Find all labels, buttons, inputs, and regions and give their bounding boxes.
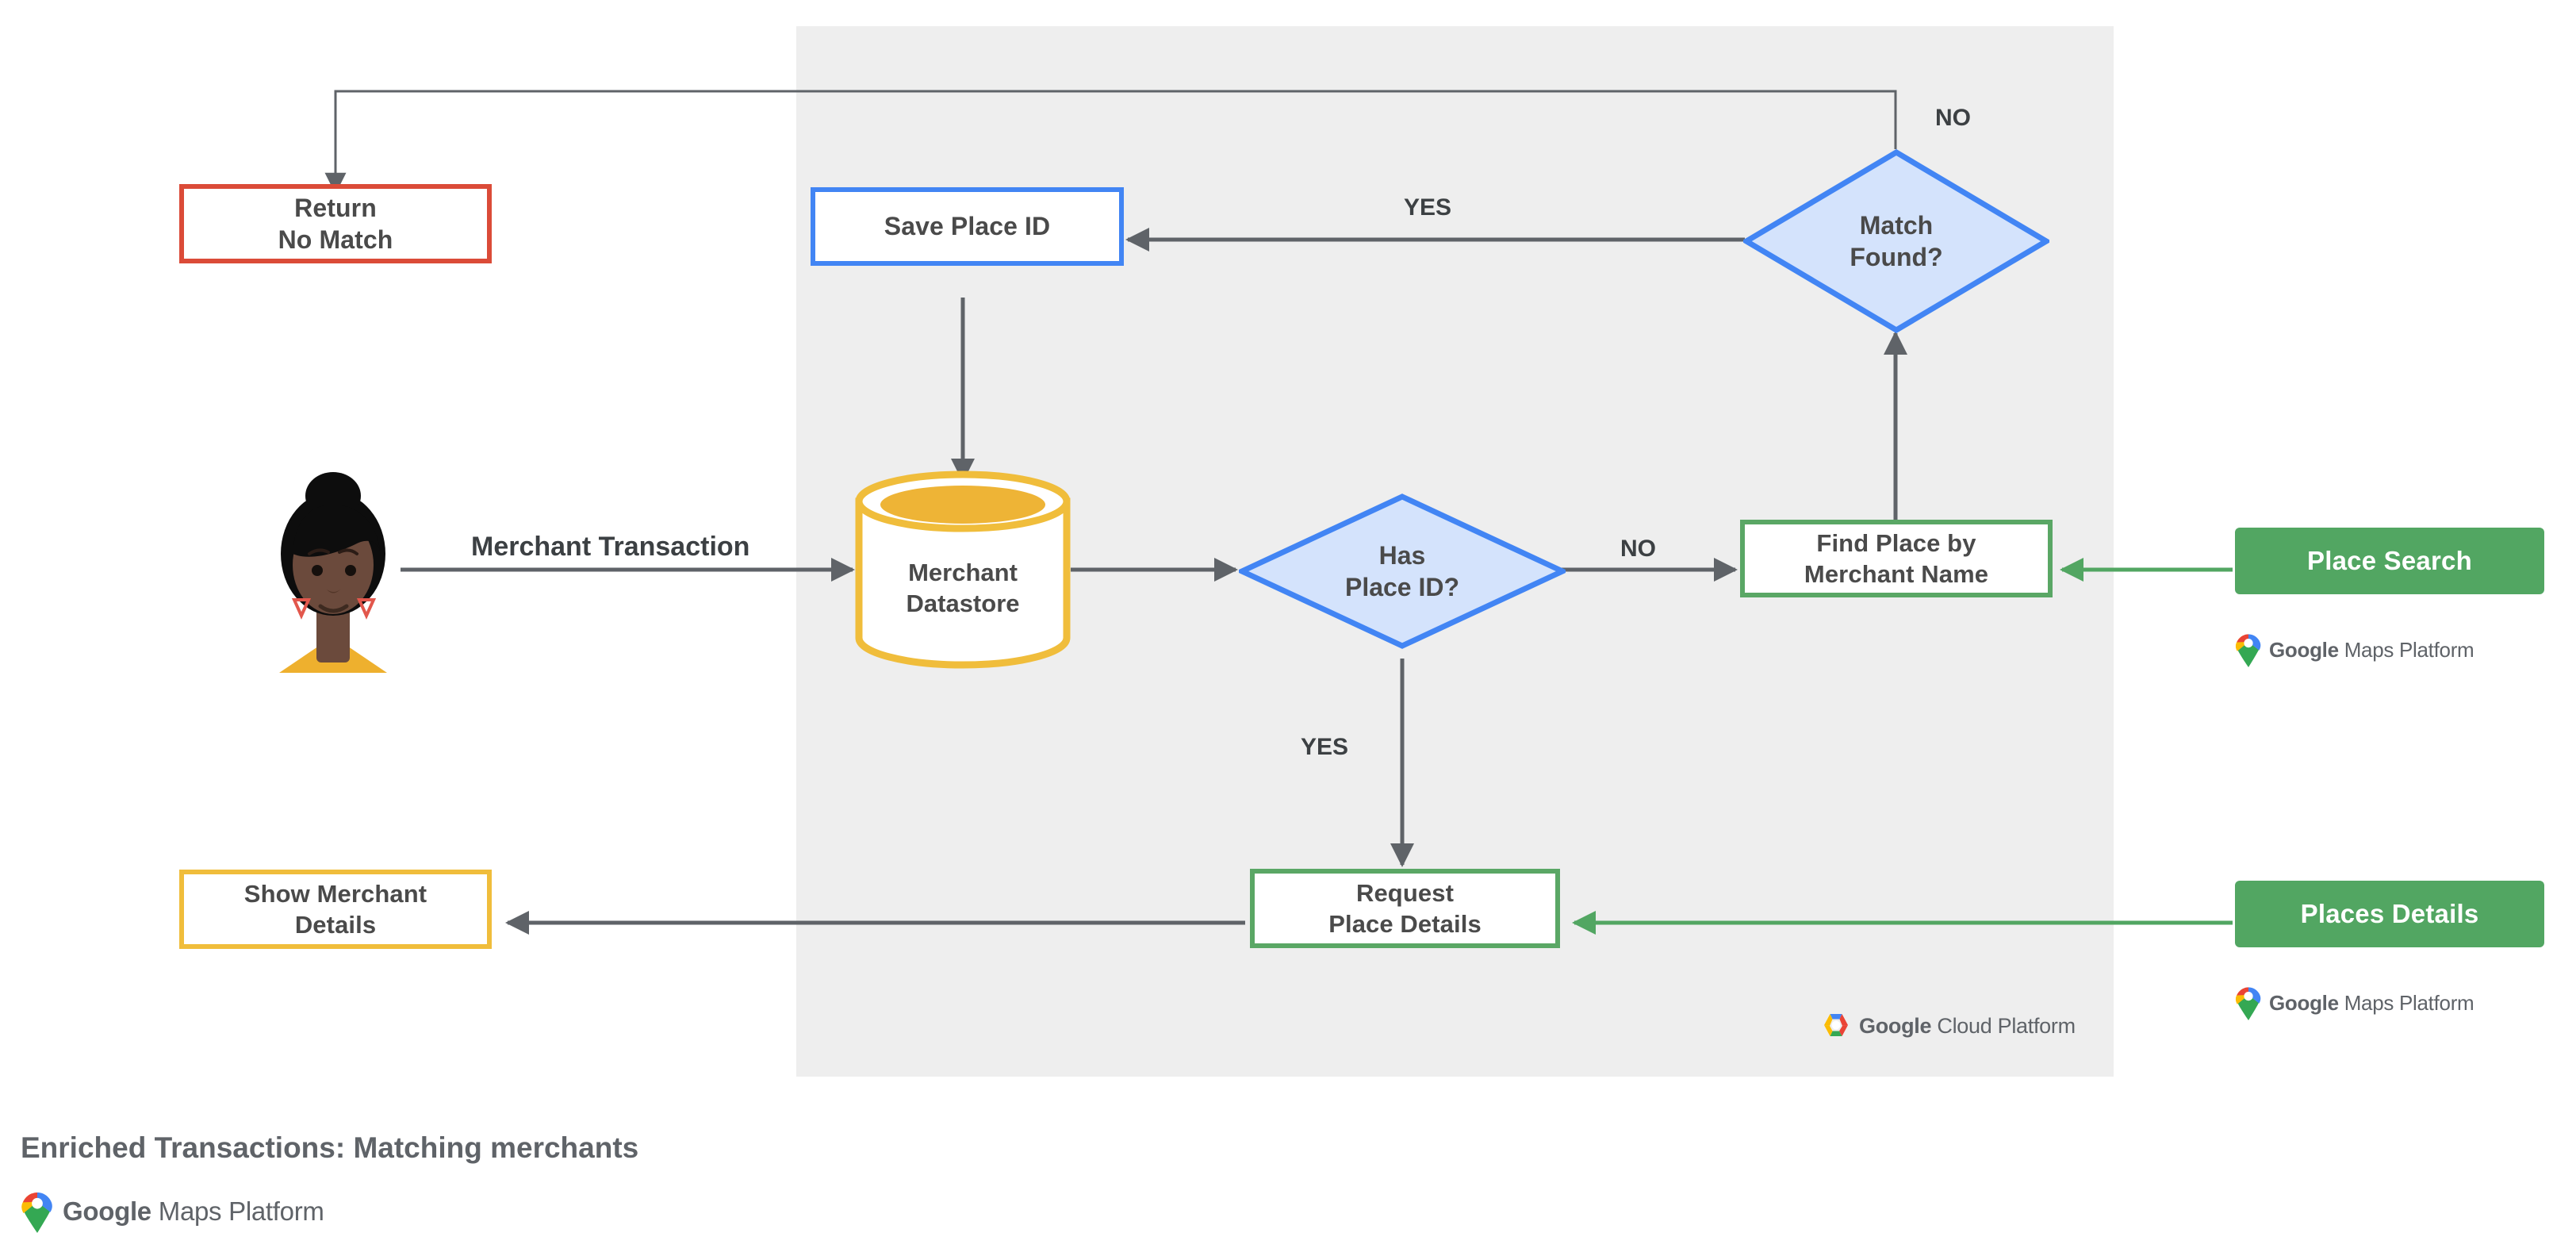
node-show-merchant-details[interactable]: Show Merchant Details [179, 870, 492, 949]
gmp-word-google: Google [2269, 990, 2339, 1015]
api-chip-place-search-label: Place Search [2307, 546, 2472, 575]
edge-label-match-found-no: NO [1935, 105, 1971, 131]
api-chip-place-search[interactable]: Place Search [2235, 528, 2544, 594]
gmp-word-maps-platform: Maps Platform [158, 1196, 324, 1226]
node-request-place-details-line2: Place Details [1328, 910, 1482, 938]
gmp-word-google: Google [63, 1196, 151, 1226]
edge-label-has-place-id-yes: YES [1301, 734, 1349, 760]
node-show-merchant-details-line2: Details [294, 911, 377, 939]
gmp-wordmark: Google Maps Platform [2269, 638, 2474, 662]
node-return-no-match-line2: No Match [278, 225, 393, 254]
node-save-place-id[interactable]: Save Place ID [811, 187, 1124, 266]
google-maps-platform-lockup-place-search: Google Maps Platform [2235, 632, 2474, 667]
edge-label-has-place-id-no: NO [1620, 536, 1656, 562]
node-request-place-details-line1: Request [1355, 878, 1454, 907]
match-found-diamond-shape [1741, 148, 2052, 334]
edge-label-merchant-transaction: Merchant Transaction [471, 532, 750, 562]
gmp-wordmark: Google Maps Platform [63, 1196, 324, 1227]
gmp-word-google: Google [2269, 637, 2339, 662]
edge-label-match-found-yes: YES [1404, 194, 1452, 221]
node-show-merchant-details-line1: Show Merchant [243, 879, 427, 908]
api-chip-places-details[interactable]: Places Details [2235, 881, 2544, 947]
datastore-cylinder-shape [855, 470, 1071, 669]
node-save-place-id-label: Save Place ID [884, 212, 1051, 241]
gmp-word-maps-platform: Maps Platform [2344, 990, 2474, 1015]
node-merchant-datastore[interactable]: Merchant Datastore [853, 470, 1073, 670]
google-maps-platform-lockup-places-details: Google Maps Platform [2235, 985, 2474, 1020]
node-find-place-by-merchant-name[interactable]: Find Place by Merchant Name [1740, 520, 2053, 597]
node-return-no-match-line1: Return [294, 193, 377, 222]
has-place-id-diamond-shape [1235, 494, 1570, 649]
google-maps-pin-icon [2235, 987, 2261, 1020]
node-request-place-details[interactable]: Request Place Details [1250, 869, 1560, 948]
merchant-customer-avatar [262, 460, 404, 674]
node-find-place-line2: Merchant Name [1804, 560, 1989, 588]
gcp-word-google: Google [1859, 1013, 1932, 1038]
node-has-place-id[interactable]: Has Place ID? [1235, 494, 1570, 649]
gmp-wordmark: Google Maps Platform [2269, 991, 2474, 1016]
diagram-caption: Enriched Transactions: Matching merchant… [21, 1131, 639, 1164]
gcp-wordmark: Google Cloud Platform [1859, 1014, 2076, 1039]
api-chip-places-details-label: Places Details [2300, 899, 2479, 928]
gmp-word-maps-platform: Maps Platform [2344, 637, 2474, 662]
node-find-place-line1: Find Place by [1816, 528, 1976, 557]
google-cloud-platform-lockup: Google Cloud Platform [1820, 1012, 2076, 1040]
google-maps-pin-icon [21, 1192, 52, 1233]
google-maps-pin-icon [2235, 634, 2261, 667]
node-match-found[interactable]: Match Found? [1741, 148, 2052, 334]
gcp-word-cloud-platform: Cloud Platform [1937, 1013, 2076, 1038]
node-return-no-match[interactable]: Return No Match [179, 184, 492, 263]
google-maps-platform-lockup-footer: Google Maps Platform [21, 1190, 324, 1233]
google-cloud-hexagon-icon [1824, 1014, 1848, 1036]
